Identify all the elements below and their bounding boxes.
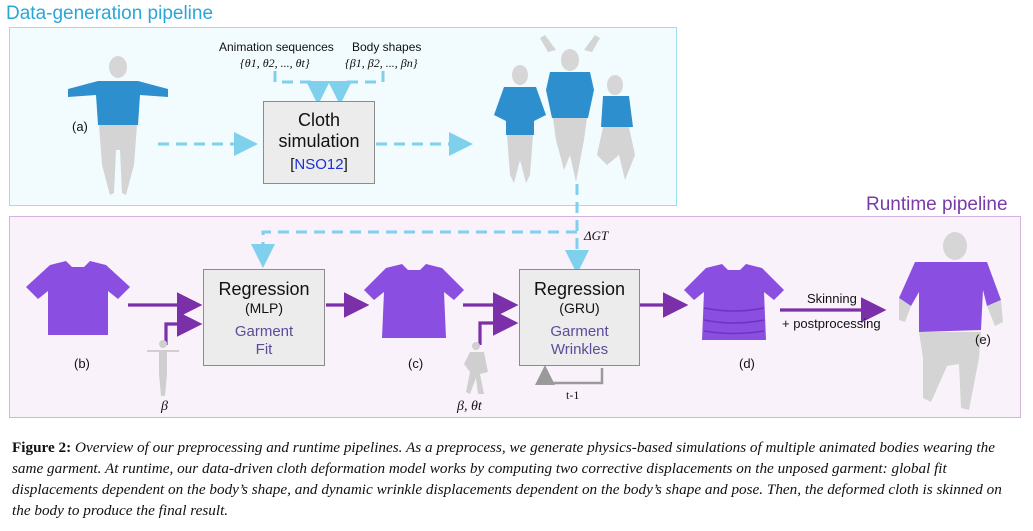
- arrow-betatheta-to-gru: [478, 310, 519, 345]
- figure-caption: Figure 2: Overview of our preprocessing …: [12, 437, 1024, 521]
- cloth-simulation-title-2: simulation: [278, 131, 360, 151]
- figure-a-tpose: [68, 56, 168, 195]
- caption-figure-label: Figure 2:: [12, 439, 72, 456]
- runtime-title: Runtime pipeline: [866, 194, 1008, 215]
- garment-c: [364, 264, 464, 338]
- anim-sequences-math: {θ1, θ2, ..., θt}: [240, 56, 310, 70]
- figure-simulated-poses: [494, 35, 635, 183]
- figure-label-b: (b): [74, 356, 90, 371]
- regression-gru-title: Regression: [533, 279, 626, 299]
- garment-wrinkles-label-1: Garment: [550, 323, 609, 340]
- body-shapes-label: Body shapes: [352, 40, 422, 54]
- garment-fit-label-1: Garment: [234, 323, 294, 340]
- body-icon-beta: [147, 340, 179, 396]
- arrow-gt-to-mlp: [251, 230, 577, 268]
- skinning-label: Skinning: [807, 291, 857, 306]
- regression-mlp-sub: (MLP): [244, 300, 284, 316]
- beta-label: β: [161, 399, 168, 414]
- arrow-shape-to-sim: [328, 71, 385, 105]
- regression-gru-box: Regression (GRU) Garment Wrinkles: [519, 269, 640, 366]
- figure-label-a: (a): [72, 119, 88, 134]
- figure-label-c: (c): [408, 356, 424, 371]
- regression-gru-sub: (GRU): [559, 300, 600, 316]
- caption-text: Overview of our preprocessing and runtim…: [12, 439, 1002, 519]
- regression-mlp-title: Regression: [218, 279, 310, 299]
- body-icon-beta-theta: [464, 342, 488, 394]
- delta-gt-label: ΔGT: [584, 228, 609, 243]
- figure-label-d: (d): [739, 356, 755, 371]
- cloth-simulation-title: Cloth: [297, 110, 341, 130]
- cloth-simulation-box: Cloth simulation [NSO12]: [263, 101, 375, 184]
- garment-fit-label-2: Fit: [255, 341, 273, 358]
- garment-b: [26, 261, 130, 335]
- garment-wrinkles-label-2: Wrinkles: [550, 341, 609, 358]
- regression-mlp-box: Regression (MLP) Garment Fit: [203, 269, 325, 366]
- beta-theta-label: β, θt: [457, 399, 482, 414]
- loop-label-t-1: t-1: [566, 388, 580, 402]
- figure-e-final: [899, 232, 1003, 410]
- arrow-anim-to-sim: [273, 71, 330, 105]
- figure-label-e: (e): [975, 332, 991, 347]
- data-generation-title: Data-generation pipeline: [6, 3, 214, 24]
- arrow-beta-to-mlp: [164, 311, 203, 345]
- garment-d: [684, 264, 784, 340]
- reference-link[interactable]: NSO12: [294, 156, 344, 173]
- feedback-loop: [535, 365, 604, 385]
- reference-nso12: [NSO12]: [290, 156, 348, 173]
- postprocessing-label: + postprocessing: [782, 316, 881, 331]
- body-shapes-math: {β1, β2, ..., βn}: [345, 56, 418, 70]
- anim-sequences-label: Animation sequences: [219, 40, 334, 54]
